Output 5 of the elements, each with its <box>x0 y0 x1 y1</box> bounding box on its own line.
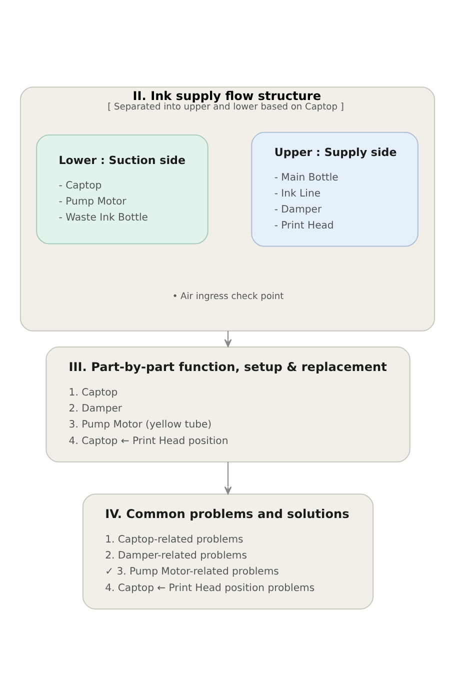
node-box: Lower : Suction side - Captop - Pump Motor - Waste Ink Bottle <box>36 134 208 244</box>
node-box: IV. Common problems and solutions 1. Captop-related problems 2. Damper-related problems ✓ 3. Pump Motor-related problems 4. Captop ← Print Head position problems <box>82 493 374 609</box>
node-box: Upper : Supply side - Main Bottle - Ink Line - Damper - Print Head <box>251 131 418 246</box>
arrow <box>224 461 232 494</box>
node-box: III. Part-by-part function, setup & replacement 1. Captop 2. Damper 3. Pump Motor (yellow tube) 4. Captop ← Print Head position <box>46 346 410 462</box>
